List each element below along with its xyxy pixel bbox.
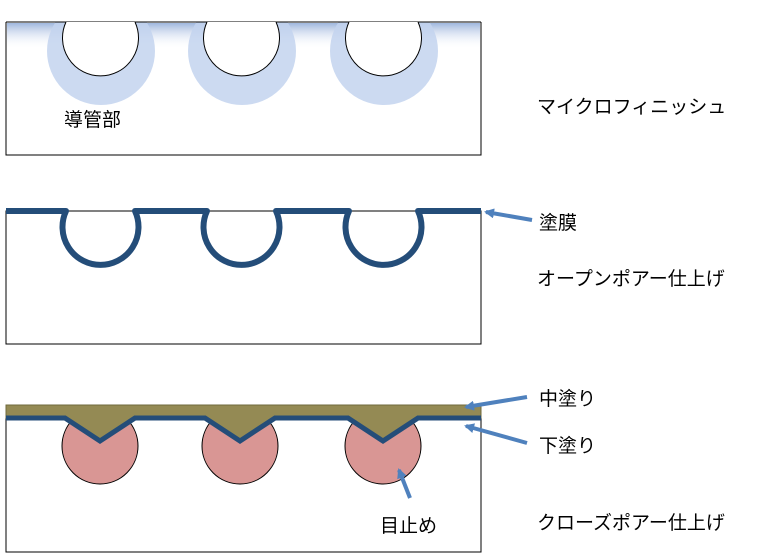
under-coat-line [6, 415, 481, 444]
micro-finish-caption: マイクロフィニッシュ [537, 96, 726, 118]
wood-block [5, 210, 482, 345]
panel-micro-finish: 導管部 マイクロフィニッシュ [0, 0, 726, 156]
coating-label: 塗膜 [539, 211, 577, 234]
panel-open-pore-finish: 塗膜 オープンポアー仕上げ [5, 208, 725, 345]
filler-arrow [397, 468, 412, 499]
under-coat-label: 下塗り [539, 434, 596, 457]
under-coat-arrow [464, 423, 528, 445]
coating-arrow [484, 208, 533, 222]
coating-film [6, 208, 481, 268]
vessel-label: 導管部 [64, 109, 121, 131]
closed-pore-caption: クローズポアー仕上げ [537, 512, 725, 534]
vessel-pore [62, 21, 139, 77]
vessel-pore [203, 21, 280, 77]
middle-coat-label: 中塗り [539, 387, 596, 410]
middle-coat-arrow [464, 395, 528, 411]
filler-label: 目止め [380, 515, 437, 537]
vessel-pore [345, 21, 422, 77]
open-pore-caption: オープンポアー仕上げ [537, 268, 725, 290]
panel-closed-pore-finish: 中塗り 下塗り 目止め クローズポアー仕上げ [0, 387, 725, 553]
